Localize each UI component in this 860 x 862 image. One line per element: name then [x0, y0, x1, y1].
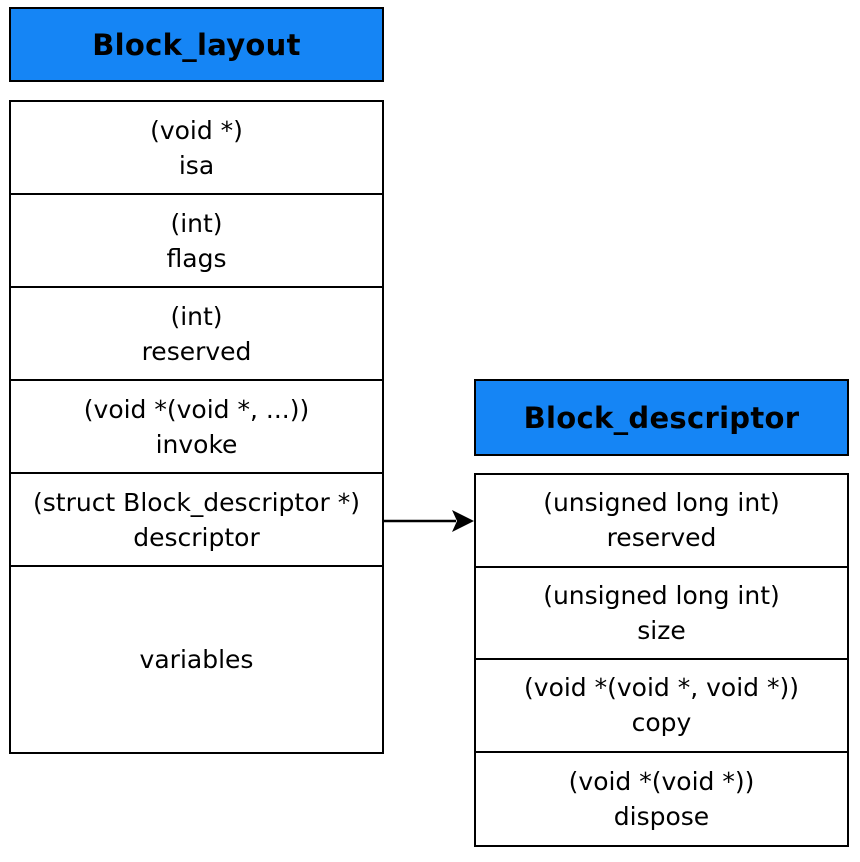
field-copy: (void *(void *, void *)) copy: [476, 660, 847, 753]
field-type: (void *(void *, void *)): [524, 673, 799, 703]
field-type: (unsigned long int): [543, 488, 780, 518]
block-layout-struct: (void *) isa (int) flags (int) reserved …: [9, 100, 384, 754]
field-name: dispose: [613, 801, 710, 831]
field-type: (void *(void *, ...)): [83, 394, 310, 424]
field-name: reserved: [606, 523, 717, 553]
field-reserved: (int) reserved: [11, 288, 382, 381]
field-name: copy: [631, 708, 692, 738]
field-flags: (int) flags: [11, 195, 382, 288]
field-dispose: (void *(void *)) dispose: [476, 753, 847, 845]
arrow-head: [452, 510, 474, 532]
field-reserved: (unsigned long int) reserved: [476, 475, 847, 568]
field-descriptor: (struct Block_descriptor *) descriptor: [11, 474, 382, 567]
field-size: (unsigned long int) size: [476, 568, 847, 660]
field-name: isa: [178, 150, 215, 180]
field-name: size: [637, 615, 686, 645]
field-type: (unsigned long int): [543, 580, 780, 610]
field-invoke: (void *(void *, ...)) invoke: [11, 381, 382, 474]
field-name: invoke: [155, 429, 238, 459]
block-descriptor-struct: (unsigned long int) reserved (unsigned l…: [474, 473, 849, 847]
field-isa: (void *) isa: [11, 102, 382, 195]
field-type: (int): [170, 208, 223, 238]
field-name: flags: [166, 243, 227, 273]
block-layout-title: Block_layout: [9, 7, 384, 82]
field-type: (int): [170, 301, 223, 331]
field-type: (void *(void *)): [568, 766, 755, 796]
field-name: variables: [139, 645, 254, 674]
field-type: (void *): [150, 115, 243, 145]
field-type: (struct Block_descriptor *): [32, 487, 360, 517]
block-descriptor-title: Block_descriptor: [474, 379, 849, 456]
field-name: descriptor: [133, 522, 260, 552]
field-variables: variables: [11, 567, 382, 752]
field-name: reserved: [141, 336, 252, 366]
